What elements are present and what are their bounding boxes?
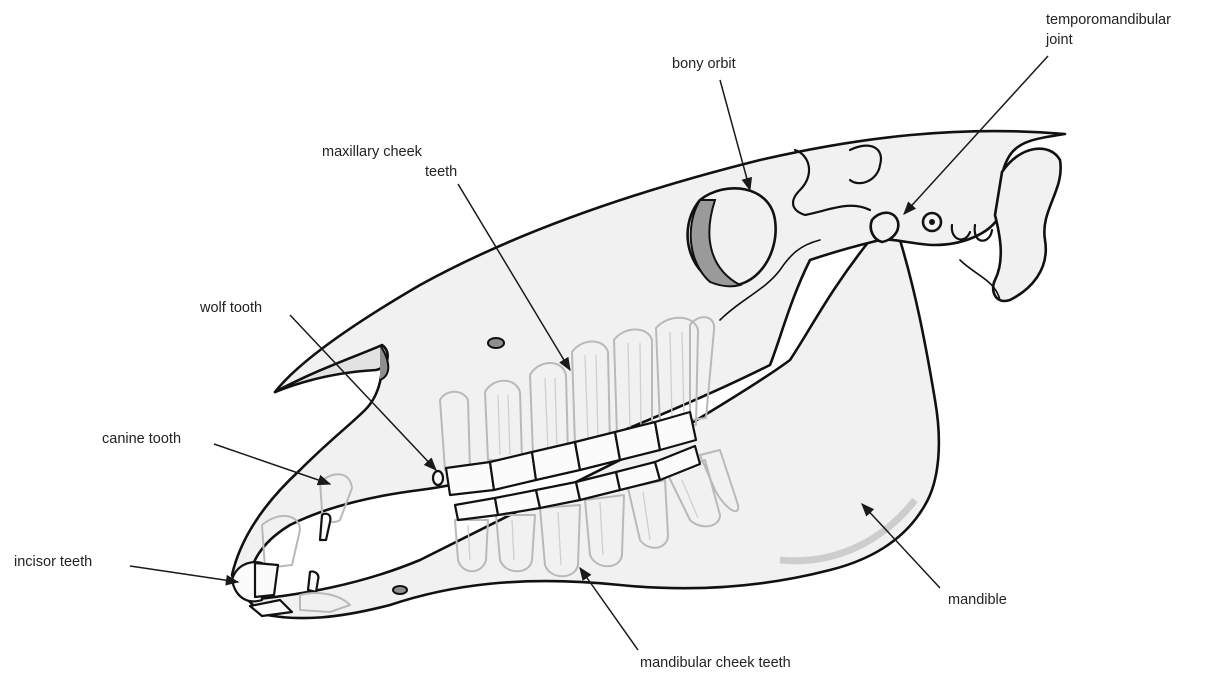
label-temporomandibular-joint-line1: temporomandibular bbox=[1046, 12, 1171, 28]
label-temporomandibular-joint-line2: joint bbox=[1045, 32, 1073, 48]
label-bony-orbit: bony orbit bbox=[672, 56, 736, 72]
label-mandibular-cheek-teeth: mandibular cheek teeth bbox=[640, 655, 791, 671]
infraorbital-foramen bbox=[488, 338, 504, 348]
label-incisor-teeth: incisor teeth bbox=[14, 554, 92, 570]
wolf-tooth-shape bbox=[433, 471, 443, 485]
label-maxillary-cheek-teeth-line1: maxillary cheek bbox=[322, 144, 423, 160]
label-maxillary-cheek-teeth-line2: teeth bbox=[425, 164, 457, 180]
leader-incisor-teeth bbox=[130, 566, 238, 582]
mental-foramen bbox=[393, 586, 407, 594]
label-mandible: mandible bbox=[948, 592, 1007, 608]
label-canine-tooth: canine tooth bbox=[102, 431, 181, 447]
label-wolf-tooth: wolf tooth bbox=[199, 300, 262, 316]
